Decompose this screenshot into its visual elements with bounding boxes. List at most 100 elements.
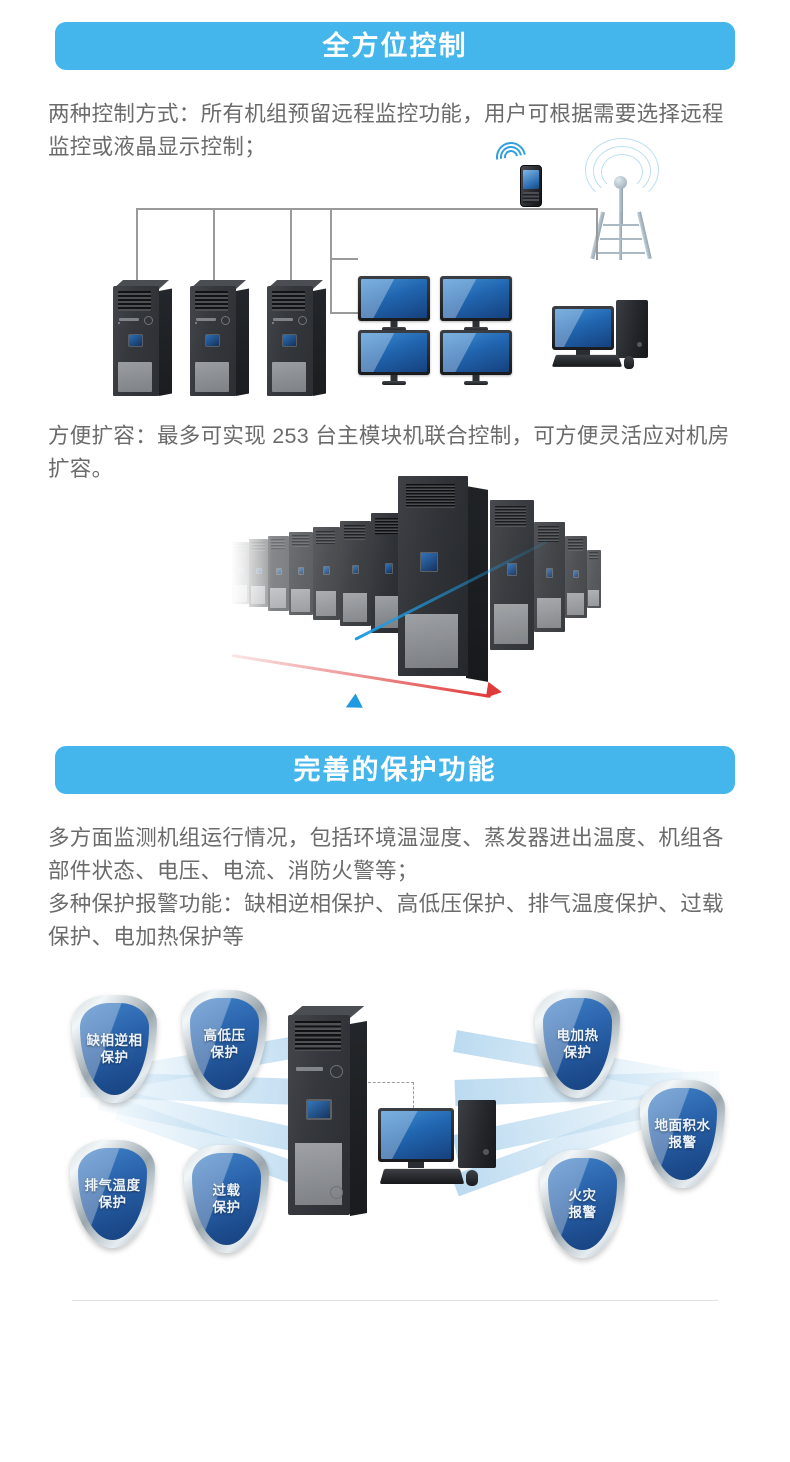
tower-leg bbox=[619, 212, 622, 260]
unit-grille bbox=[375, 517, 401, 535]
monitor-screen bbox=[443, 279, 509, 318]
shield-fire-alarm: 火灾 报警 bbox=[540, 1150, 625, 1258]
distance-fade bbox=[226, 528, 272, 618]
screw-dot bbox=[118, 322, 120, 324]
unit-vent bbox=[270, 587, 287, 608]
monitor-display bbox=[440, 276, 512, 331]
signal-ring bbox=[585, 138, 659, 202]
network-drop-line bbox=[290, 208, 292, 286]
power-button-icon bbox=[483, 1149, 489, 1155]
network-branch-line bbox=[330, 208, 332, 313]
monitor-neck bbox=[390, 375, 398, 382]
fan-icon bbox=[330, 1186, 343, 1199]
monitor-neck bbox=[390, 321, 398, 328]
brand-logo bbox=[196, 318, 216, 321]
unit-vent bbox=[315, 591, 337, 617]
shield-discharge-temp: 排气温度 保护 bbox=[70, 1140, 155, 1248]
cabinet-side bbox=[159, 288, 172, 396]
unit-control-panel bbox=[420, 552, 438, 572]
monitor-screen bbox=[361, 333, 427, 372]
monitor-bezel bbox=[358, 330, 430, 375]
shield-face: 排气温度 保护 bbox=[77, 1147, 148, 1241]
module-expansion-figure bbox=[0, 468, 790, 733]
section-banner-title: 完善的保护功能 bbox=[293, 754, 497, 785]
network-drop-line bbox=[136, 208, 138, 286]
monitor-bezel bbox=[440, 330, 512, 375]
unit-badge bbox=[573, 570, 580, 579]
unit-vent bbox=[537, 597, 561, 628]
paragraph-expansion: 方便扩容：最多可实现 253 台主模块机联合控制，可方便灵活应对机房扩容。 bbox=[48, 424, 730, 481]
unit-grille bbox=[316, 530, 336, 544]
network-branch-line bbox=[330, 312, 358, 314]
ac-unit-right bbox=[534, 522, 565, 632]
unit-grille bbox=[270, 539, 286, 550]
brand-logo bbox=[296, 1067, 323, 1071]
shield-label: 高低压 保护 bbox=[203, 1027, 246, 1060]
ac-unit-mid bbox=[340, 521, 371, 626]
monitor-base bbox=[464, 381, 488, 385]
monitor-neck bbox=[472, 321, 480, 328]
remote-monitoring-topology-figure bbox=[0, 136, 790, 410]
protection-shields-figure: 缺相逆相 保护 高低压 保护 排气温度 保护 过载 保护 电加热 保护 bbox=[0, 960, 790, 1290]
network-pc-line bbox=[596, 222, 598, 260]
control-panel bbox=[306, 1099, 332, 1120]
monitor-screen bbox=[361, 279, 427, 318]
shield-label: 地面积水 报警 bbox=[654, 1117, 711, 1150]
cabinet-grille bbox=[118, 291, 151, 311]
shield-face: 过载 保护 bbox=[191, 1152, 262, 1246]
pc-monitor-bezel bbox=[378, 1108, 454, 1162]
bottom-divider bbox=[72, 1300, 718, 1301]
ac-unit-mid bbox=[289, 532, 313, 615]
monitor-bezel bbox=[358, 276, 430, 321]
monitor-screen bbox=[443, 333, 509, 372]
shield-label: 过载 保护 bbox=[212, 1182, 241, 1215]
network-bus-line bbox=[136, 208, 598, 210]
shield-label: 缺相逆相 保护 bbox=[86, 1032, 143, 1065]
expansion-arrow-blue-head bbox=[342, 693, 363, 715]
pc-monitor-bezel bbox=[552, 306, 614, 350]
screw-dot bbox=[272, 322, 274, 324]
shield-label: 电加热 保护 bbox=[556, 1027, 599, 1060]
phone-screen bbox=[523, 170, 539, 189]
pc-monitor-screen bbox=[381, 1111, 451, 1159]
expansion-arrow-red-head bbox=[485, 681, 504, 701]
connection-cable bbox=[413, 1082, 414, 1108]
unit-vent bbox=[343, 593, 367, 622]
monitor-display bbox=[358, 330, 430, 385]
shield-water-alarm: 地面积水 报警 bbox=[640, 1080, 725, 1188]
ac-unit-right bbox=[565, 536, 587, 618]
power-button-icon bbox=[637, 342, 642, 347]
pc-tower bbox=[458, 1100, 496, 1168]
cabinet-side bbox=[313, 288, 326, 396]
unit-vent bbox=[494, 603, 528, 644]
unit-side bbox=[350, 1021, 367, 1216]
control-panel bbox=[128, 334, 143, 347]
shield-label: 排气温度 保护 bbox=[84, 1177, 141, 1210]
tower-top-ball bbox=[614, 176, 627, 189]
unit-badge bbox=[384, 563, 394, 574]
fan-icon bbox=[221, 316, 230, 325]
ac-unit-right bbox=[587, 550, 601, 608]
unit-grille bbox=[291, 535, 309, 547]
section-banner-protection: 完善的保护功能 bbox=[55, 746, 735, 794]
phone-keypad bbox=[523, 192, 539, 203]
shield-face: 缺相逆相 保护 bbox=[79, 1002, 150, 1096]
monitor-base bbox=[464, 327, 488, 331]
main-unit-side bbox=[466, 486, 488, 682]
tower-cross-brace bbox=[597, 252, 645, 254]
pc-monitor-stand bbox=[408, 1162, 424, 1168]
monitor-display bbox=[440, 330, 512, 385]
unit-grille bbox=[588, 552, 599, 561]
cabinet-grille bbox=[195, 291, 228, 311]
pc-monitor-stand bbox=[576, 350, 590, 355]
unit-badge bbox=[545, 568, 554, 578]
unit-grille bbox=[406, 484, 456, 508]
pc-tower bbox=[616, 300, 648, 358]
cabinet-vent bbox=[195, 362, 229, 392]
shield-face: 地面积水 报警 bbox=[647, 1087, 718, 1181]
unit-badge bbox=[351, 565, 360, 575]
control-panel bbox=[282, 334, 297, 347]
pc-monitor-screen bbox=[555, 309, 611, 347]
tower-cross-brace bbox=[603, 224, 639, 226]
